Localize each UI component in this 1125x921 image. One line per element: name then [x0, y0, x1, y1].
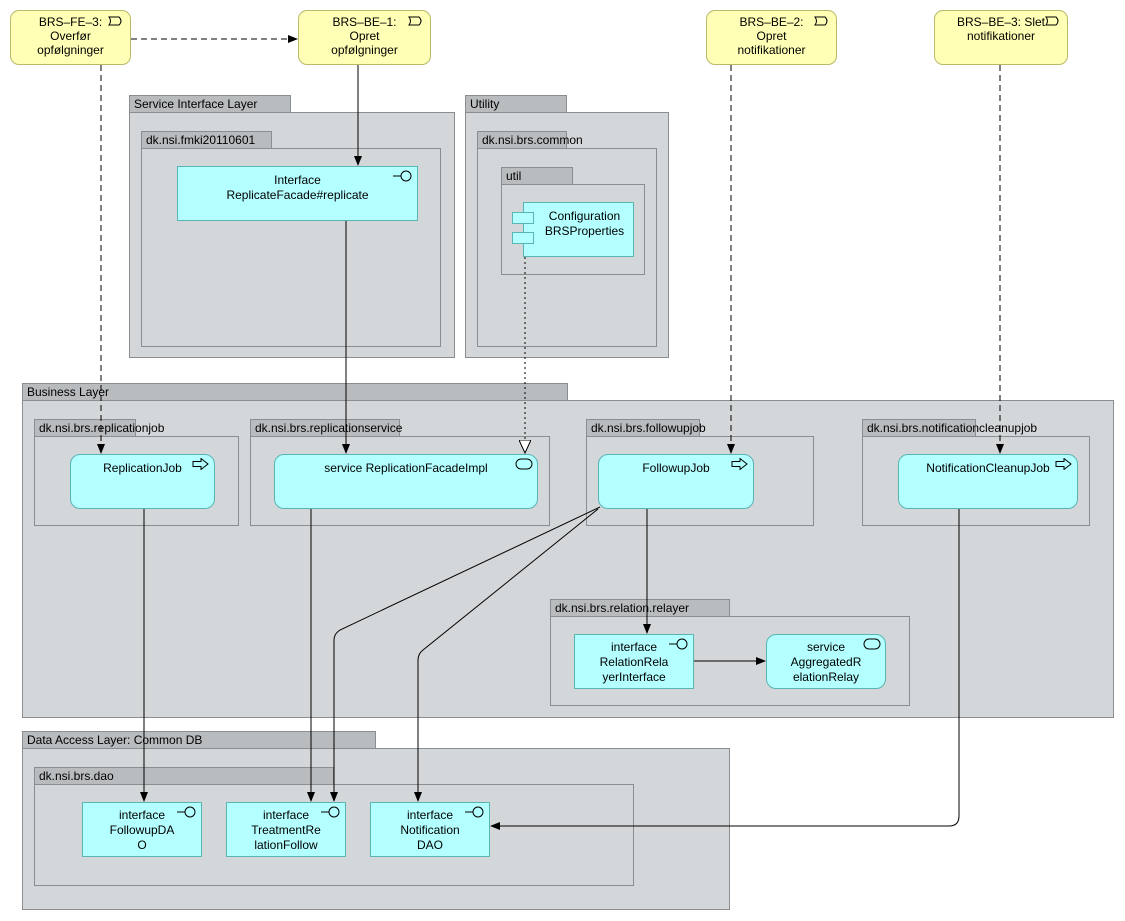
element-followup-job[interactable]: FollowupJob [598, 454, 754, 509]
element-label: NotificationCleanupJob [926, 461, 1050, 475]
group-label: Business Layer [22, 383, 568, 400]
interface-icon [177, 806, 196, 818]
business-event-icon [814, 16, 828, 26]
element-label: interface Notification DAO [400, 808, 460, 852]
event-brs-be-3[interactable]: BRS–BE–3: Slet notifikationer [934, 10, 1068, 65]
element-label: Interface ReplicateFacade#replicate [226, 173, 369, 202]
event-brs-fe-3[interactable]: BRS–FE–3: Overfør opfølgninger [10, 10, 131, 65]
element-aggregated-relation-relay[interactable]: service AggregatedR elationRelay [766, 634, 886, 689]
component-icon [512, 212, 534, 224]
group-label: dk.nsi.brs.common [477, 131, 583, 148]
group-label: dk.nsi.brs.followupjob [586, 419, 706, 436]
element-followup-dao[interactable]: interface FollowupDA O [82, 802, 202, 857]
event-label: BRS–BE–1: Opret opfølgninger [331, 15, 398, 57]
element-label: ReplicationJob [103, 461, 182, 475]
group-fmki[interactable]: dk.nsi.fmki20110601 [141, 131, 441, 347]
element-replicate-facade[interactable]: Interface ReplicateFacade#replicate [177, 166, 418, 221]
element-label: interface FollowupDA O [109, 808, 175, 852]
group-label: Service Interface Layer [129, 95, 291, 112]
group-label: dk.nsi.brs.notificationcleanupjob [862, 419, 1037, 436]
event-label: BRS–FE–3: Overfør opfølgninger [37, 15, 104, 57]
group-label: dk.nsi.brs.relation.relayer [550, 599, 730, 616]
process-arrow-icon [192, 458, 209, 470]
element-treatment-relation-follow[interactable]: interface TreatmentRe lationFollow [226, 802, 346, 857]
element-notification-cleanup-job[interactable]: NotificationCleanupJob [898, 454, 1078, 509]
element-label: Configuration BRSProperties [544, 209, 625, 238]
business-event-icon [1045, 16, 1059, 26]
element-relation-relayer-interface[interactable]: interface RelationRela yerInterface [574, 634, 694, 689]
element-configuration[interactable]: Configuration BRSProperties [523, 202, 634, 257]
process-arrow-icon [1055, 458, 1072, 470]
group-label: dk.nsi.brs.replicationservice [250, 419, 402, 436]
service-icon [863, 638, 881, 650]
element-replication-job[interactable]: ReplicationJob [70, 454, 215, 509]
element-label: service ReplicationFacadeImpl [324, 461, 488, 475]
element-replication-facade-impl[interactable]: service ReplicationFacadeImpl [274, 454, 538, 509]
group-label: dk.nsi.brs.replicationjob [34, 419, 164, 436]
group-label: util [501, 167, 573, 184]
interface-icon [669, 638, 688, 650]
group-label: dk.nsi.fmki20110601 [141, 131, 272, 148]
interface-icon [465, 806, 484, 818]
element-label: FollowupJob [642, 461, 710, 475]
event-label: BRS–BE–2: Opret notifikationer [737, 15, 806, 57]
business-event-icon [408, 16, 422, 26]
event-brs-be-2[interactable]: BRS–BE–2: Opret notifikationer [706, 10, 837, 65]
group-label: dk.nsi.brs.dao [34, 767, 334, 784]
event-label: BRS–BE–3: Slet notifikationer [956, 15, 1046, 43]
event-brs-be-1[interactable]: BRS–BE–1: Opret opfølgninger [298, 10, 431, 65]
service-icon [515, 458, 533, 470]
interface-icon [321, 806, 340, 818]
business-event-icon [108, 16, 122, 26]
element-label: interface TreatmentRe lationFollow [251, 808, 321, 852]
process-arrow-icon [731, 458, 748, 470]
element-notification-dao[interactable]: interface Notification DAO [370, 802, 490, 857]
group-label: Utility [465, 95, 567, 112]
interface-icon [393, 170, 412, 182]
group-label: Data Access Layer: Common DB [22, 731, 376, 748]
component-icon-tab [512, 232, 534, 244]
